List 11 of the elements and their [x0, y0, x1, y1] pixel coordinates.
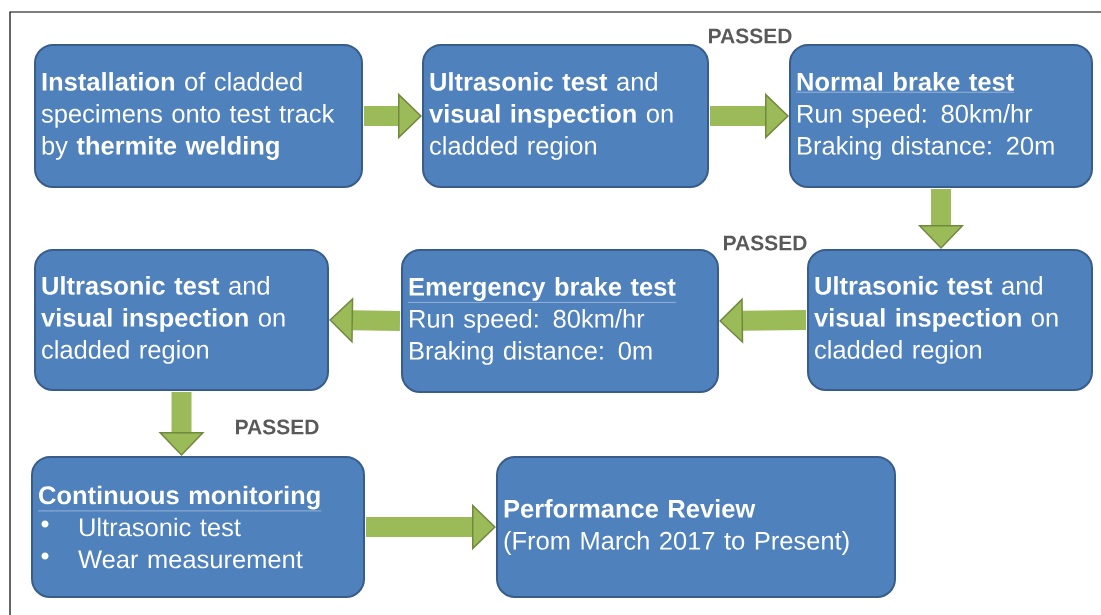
- process-box: Installation of cladded specimens onto test track by thermite welding: [34, 44, 363, 188]
- process-box: Performance Review (From March 2017 to Present): [496, 456, 896, 598]
- process-box: Continuous monitoring Ultrasonic test Wear measurement: [31, 456, 365, 598]
- edge-label: PASSED: [236, 419, 319, 435]
- edge-label: PASSED: [724, 235, 807, 251]
- edge-label: PASSED: [709, 28, 792, 44]
- process-box: Ultrasonic test and visual inspection on cladded region: [34, 249, 329, 391]
- process-box: Normal brake test Run speed: 80km/hr Braking distance: 20m: [789, 44, 1093, 188]
- process-box: Ultrasonic test and visual inspection on cladded region: [807, 249, 1093, 391]
- process-box: Emergency brake test Run speed: 80km/hr Braking distance: 0m: [401, 249, 719, 393]
- process-box: Ultrasonic test and visual inspection on cladded region: [422, 44, 709, 188]
